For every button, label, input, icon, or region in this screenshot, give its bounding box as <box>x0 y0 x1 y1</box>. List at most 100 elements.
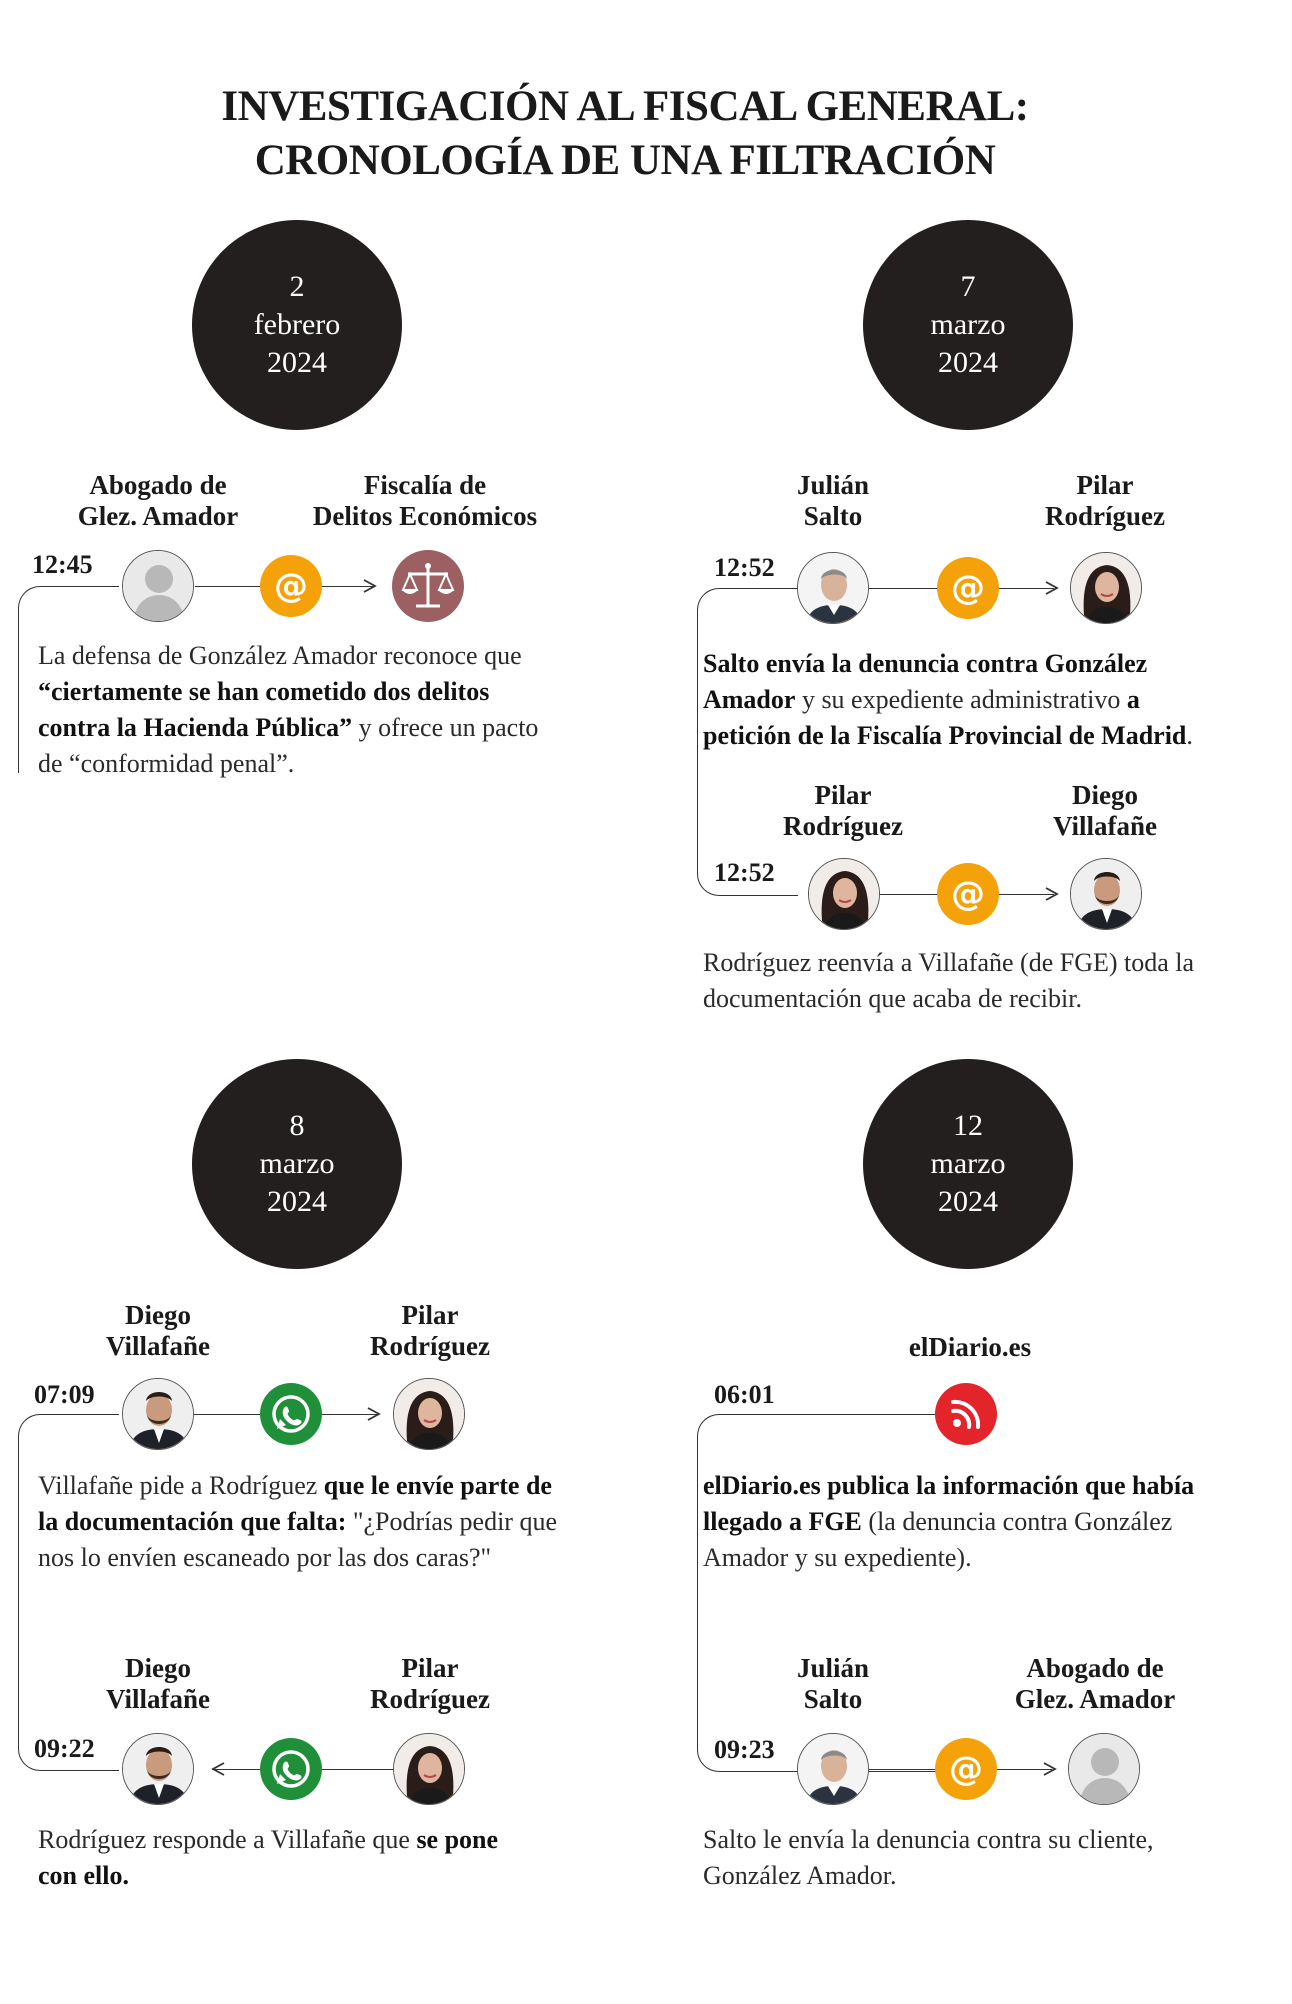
connector-line <box>997 1769 1052 1770</box>
name-line: Diego <box>125 1653 191 1683</box>
date-day: 8 <box>289 1109 305 1142</box>
connector-line <box>322 586 374 587</box>
desc-text: "¿Podrías pedir que <box>346 1507 558 1536</box>
date-circle-4: 12 marzo 2024 <box>863 1059 1073 1269</box>
person-label-abogado: Abogado de Glez. Amador <box>965 1653 1225 1715</box>
event-description: Salto le envía la denuncia contra su cli… <box>703 1822 1154 1894</box>
person-label-diego: Diego Villafañe <box>28 1653 288 1715</box>
name-line: Villafañe <box>106 1684 210 1714</box>
desc-text: Amador y su expediente). <box>703 1543 972 1572</box>
date-month: marzo <box>930 308 1006 341</box>
rss-icon <box>935 1383 997 1445</box>
timeline-rail <box>18 586 119 773</box>
date-month: marzo <box>259 1147 335 1180</box>
event-description: Rodríguez reenvía a Villafañe (de FGE) t… <box>703 945 1194 1017</box>
person-label-abogado: Abogado de Glez. Amador <box>28 470 288 532</box>
connector-line <box>999 588 1054 589</box>
name-line: Pilar <box>814 780 872 810</box>
avatar-abogado-placeholder <box>1068 1733 1140 1805</box>
person-label-pilar: Pilar Rodríguez <box>300 1653 560 1715</box>
desc-bold: la documentación que falta: <box>38 1507 347 1536</box>
whatsapp-icon <box>260 1383 322 1445</box>
avatar-diego-villafane <box>1070 858 1142 930</box>
desc-bold: se pone <box>416 1825 499 1854</box>
desc-text: González Amador. <box>703 1861 897 1890</box>
person-label-salto: Julián Salto <box>703 470 963 532</box>
event-description: Rodríguez responde a Villafañe que se po… <box>38 1822 498 1894</box>
avatar-pilar-rodriguez <box>1070 552 1142 624</box>
arrow-right-icon <box>363 579 377 593</box>
date-day: 2 <box>289 270 305 303</box>
desc-bold: que le envíe parte de <box>323 1471 552 1500</box>
desc-quote: contra la Hacienda Pública” <box>38 713 353 742</box>
name-line: Villafañe <box>1053 811 1157 841</box>
title-line-1: INVESTIGACIÓN AL FISCAL GENERAL: <box>221 83 1029 130</box>
name-line: Rodríguez <box>370 1684 490 1714</box>
person-label-diego: Diego Villafañe <box>975 780 1235 842</box>
name-line: Fiscalía de <box>363 470 487 500</box>
person-label-pilar: Pilar Rodríguez <box>975 470 1235 532</box>
timeline-rail <box>18 1414 119 1771</box>
desc-bold: a <box>1126 685 1140 714</box>
person-label-pilar: Pilar Rodríguez <box>713 780 973 842</box>
connector-line <box>322 1414 377 1415</box>
event-time: 07:09 <box>34 1380 95 1409</box>
date-year: 2024 <box>267 1185 327 1218</box>
date-year: 2024 <box>938 346 998 379</box>
scales-icon <box>392 550 464 622</box>
desc-bold: llegado a FGE <box>703 1507 862 1536</box>
desc-text: nos lo envíen escaneado por las dos cara… <box>38 1543 492 1572</box>
arrow-right-icon <box>1043 1762 1057 1776</box>
email-icon: @ <box>935 1738 997 1800</box>
avatar-diego-villafane <box>122 1733 194 1805</box>
date-circle-1: 2 febrero 2024 <box>192 220 402 430</box>
event-time: 12:45 <box>32 550 93 579</box>
name-line: Abogado de <box>1026 1653 1164 1683</box>
desc-bold: Salto envía la denuncia contra González <box>703 649 1148 678</box>
name-line: Abogado de <box>89 470 227 500</box>
avatar-pilar-rodriguez <box>808 858 880 930</box>
date-year: 2024 <box>267 346 327 379</box>
date-month: marzo <box>930 1147 1006 1180</box>
event-time: 06:01 <box>714 1380 775 1409</box>
connector-line <box>869 1769 939 1770</box>
desc-bold: petición de la Fiscalía Provincial de Ma… <box>703 721 1187 750</box>
publisher-label: elDiario.es <box>840 1332 1100 1363</box>
email-icon: @ <box>260 555 322 617</box>
event-time: 09:23 <box>714 1735 775 1764</box>
person-label-salto: Julián Salto <box>703 1653 963 1715</box>
name-line: Pilar <box>401 1300 459 1330</box>
connector-line <box>322 1769 394 1770</box>
avatar-diego-villafane <box>122 1378 194 1450</box>
name-line: Pilar <box>401 1653 459 1683</box>
whatsapp-icon <box>260 1738 322 1800</box>
date-day: 12 <box>953 1109 983 1142</box>
name-line: Julián <box>796 1653 870 1683</box>
avatar-julian-salto <box>797 1733 869 1805</box>
connector-line <box>880 894 940 895</box>
name-line: Salto <box>803 1684 863 1714</box>
timeline-rail <box>697 588 798 896</box>
arrow-right-icon <box>1045 581 1059 595</box>
arrow-right-icon <box>1045 887 1059 901</box>
avatar-abogado-placeholder <box>122 550 194 622</box>
event-description: Salto envía la denuncia contra González … <box>703 646 1193 754</box>
avatar-pilar-rodriguez <box>393 1378 465 1450</box>
desc-text: La defensa de González Amador reconoce q… <box>38 641 522 670</box>
event-time: 12:52 <box>714 858 775 887</box>
email-icon: @ <box>937 863 999 925</box>
name-line: Diego <box>1072 780 1138 810</box>
arrow-right-icon <box>367 1407 381 1421</box>
connector-line <box>869 588 939 589</box>
desc-text: Rodríguez responde a Villafañe que <box>38 1825 417 1854</box>
email-icon: @ <box>937 557 999 619</box>
name-line: Diego <box>125 1300 191 1330</box>
name-line: elDiario.es <box>908 1332 1032 1362</box>
desc-text: y su expediente administrativo <box>795 685 1127 714</box>
name-line: Rodríguez <box>370 1331 490 1361</box>
date-year: 2024 <box>938 1185 998 1218</box>
name-line: Rodríguez <box>1045 501 1165 531</box>
connector-line <box>999 894 1054 895</box>
desc-text: (la denuncia contra González <box>861 1507 1173 1536</box>
event-time: 12:52 <box>714 553 775 582</box>
